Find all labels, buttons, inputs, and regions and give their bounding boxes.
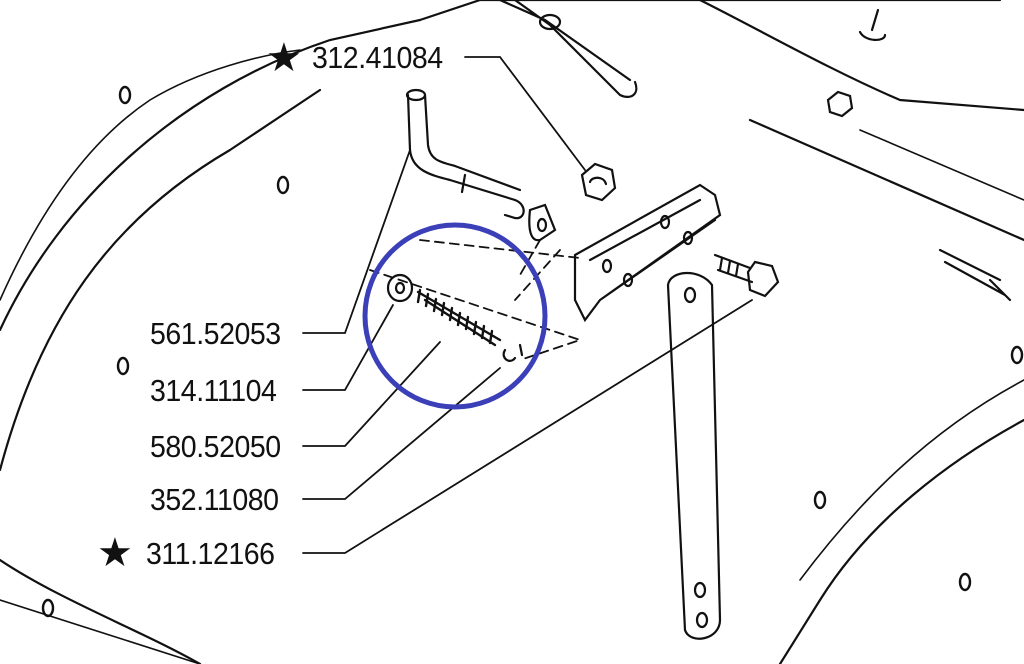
top-right-pin	[858, 8, 887, 41]
star-icon: ★	[97, 530, 133, 576]
top-rod	[498, 0, 638, 98]
hex-nut	[580, 162, 617, 202]
spring	[416, 288, 502, 347]
right-curve-2	[799, 379, 1024, 581]
bracket-ear	[528, 203, 557, 242]
bottom-left-panel	[0, 599, 201, 664]
bracket	[573, 183, 722, 323]
callout-label: 312.41084	[312, 40, 443, 75]
leader-lines	[302, 56, 753, 554]
dashed-guides	[369, 239, 583, 361]
housing-top-right	[698, 0, 1024, 112]
housing-bottom	[0, 558, 202, 664]
callout-label: 580.52050	[150, 429, 281, 464]
housing-outline-inner	[0, 49, 301, 301]
cotter-pin	[502, 343, 524, 362]
star-icon: ★	[266, 35, 302, 81]
callout-label: 311.12166	[146, 536, 275, 571]
bent-pipe-end	[405, 88, 427, 102]
top-rod-collar	[538, 13, 562, 31]
right-panel-2	[859, 129, 1024, 201]
washer	[386, 273, 414, 303]
strap	[666, 271, 722, 640]
housing-outline	[0, 18, 422, 332]
callout-label: 561.52053	[150, 316, 281, 351]
right-panel	[748, 118, 1024, 242]
callout-label: 352.11080	[150, 482, 279, 517]
right-pin	[938, 248, 1012, 302]
right-curve	[778, 418, 1024, 664]
hex-nut-top-right	[826, 90, 854, 118]
highlight-circle	[362, 222, 548, 410]
bolt	[713, 253, 780, 298]
bent-pipe-tip	[460, 173, 525, 220]
callout-label: 314.11104	[150, 373, 277, 408]
mounting-holes	[41, 85, 1024, 618]
housing-top	[418, 0, 1002, 22]
housing-edge-left	[0, 88, 322, 472]
